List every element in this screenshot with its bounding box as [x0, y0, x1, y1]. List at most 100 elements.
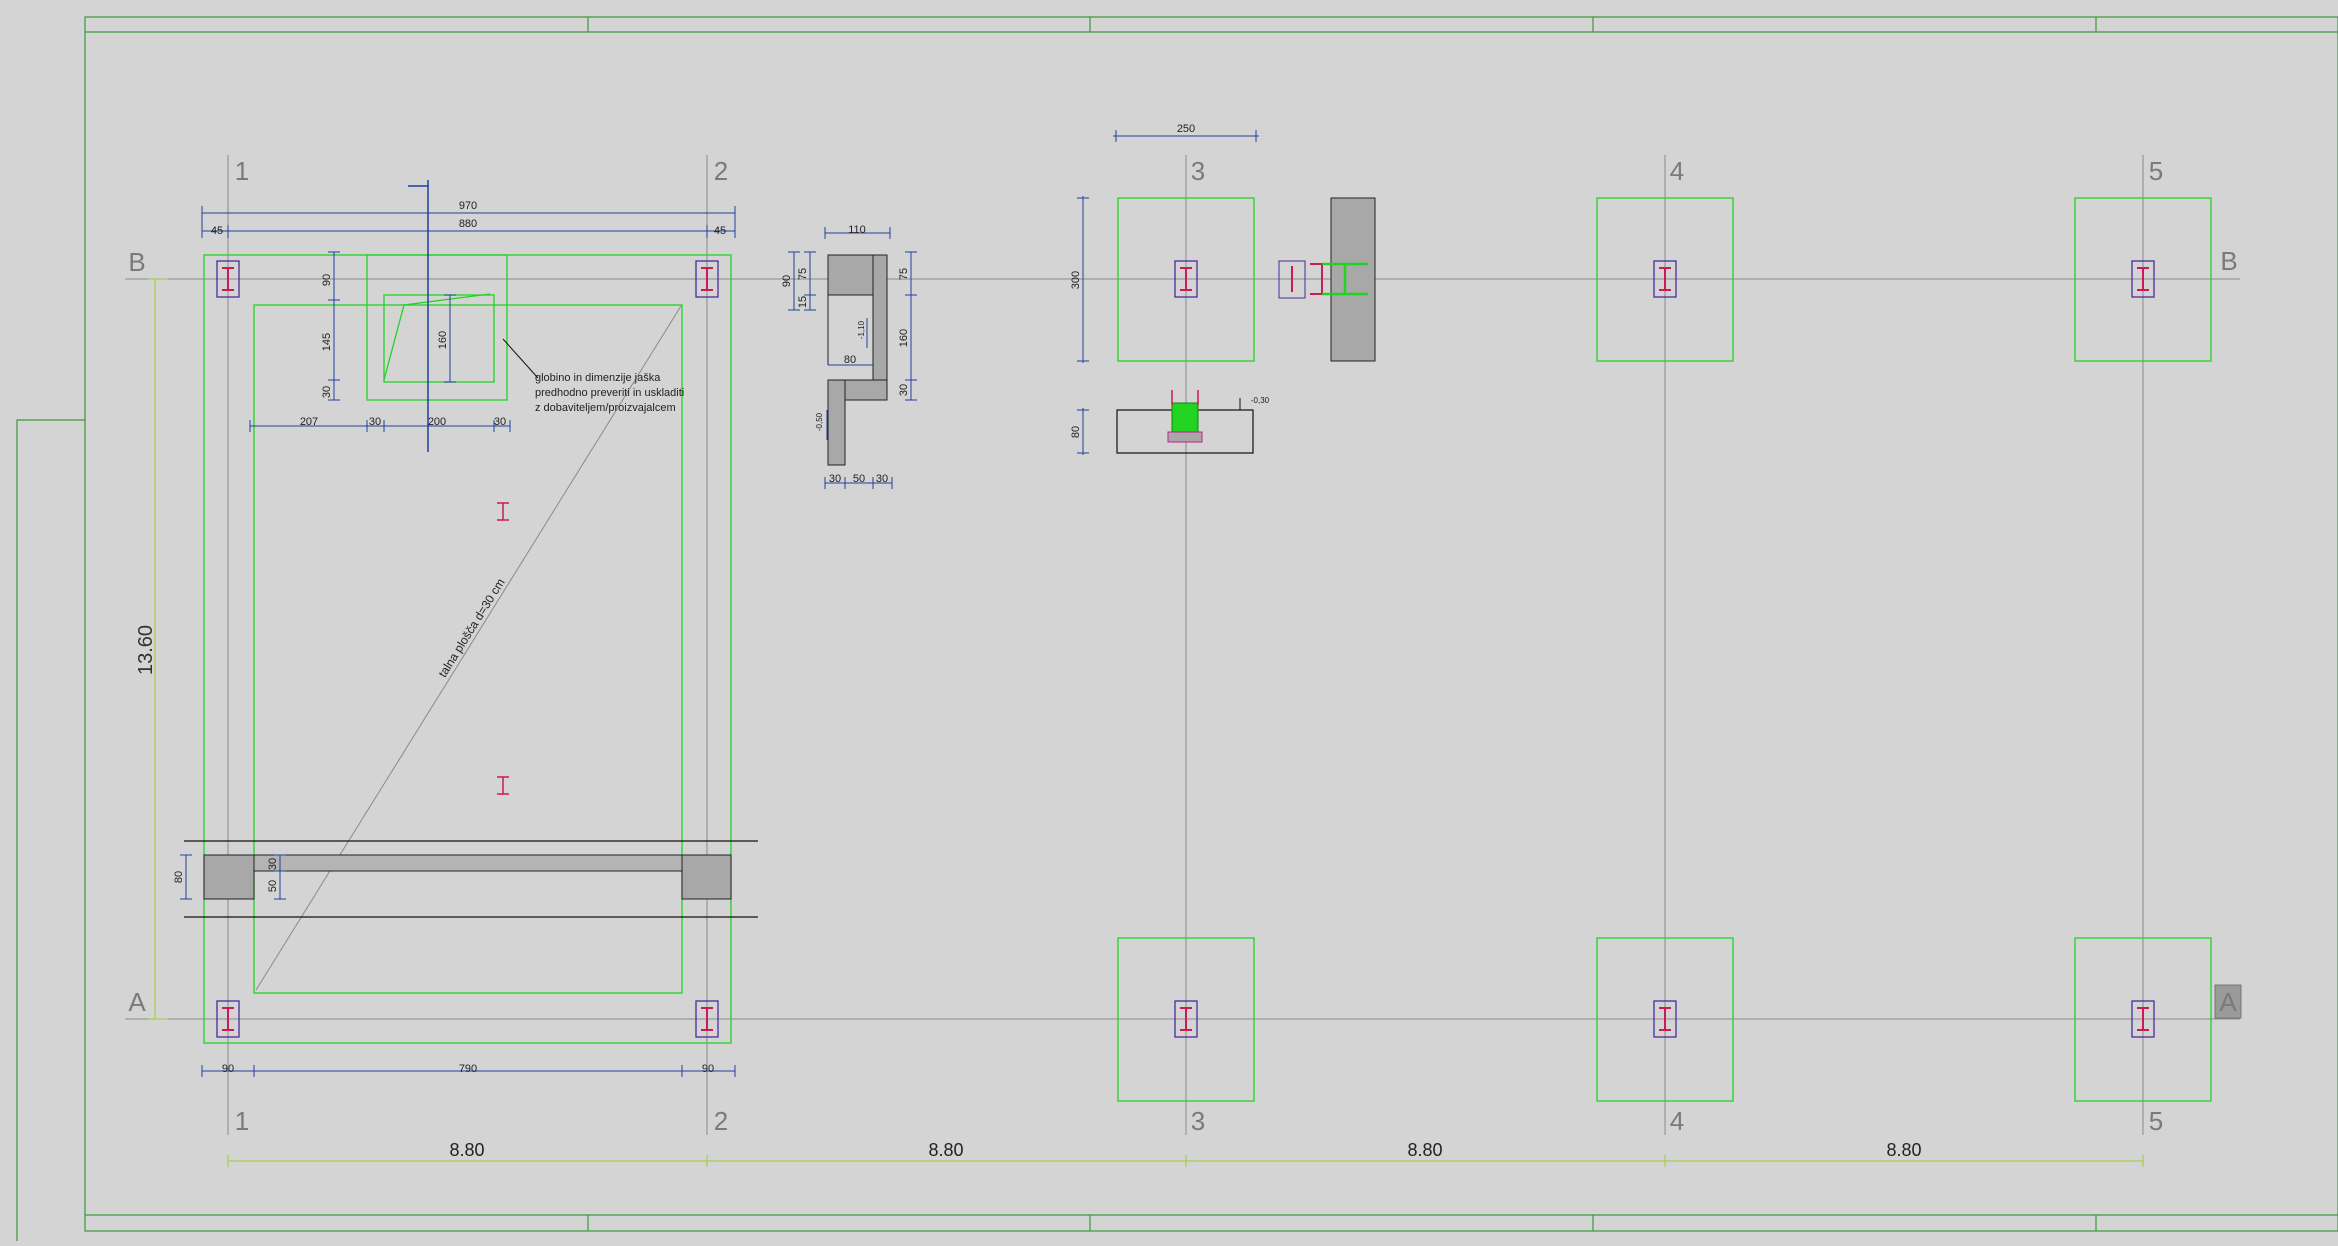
- spacing-label-3-4: 8.80: [1407, 1140, 1442, 1160]
- dim-75-sec-right: 75: [898, 268, 910, 280]
- column-1-A: [216, 1000, 240, 1038]
- footing-4-A: [1596, 937, 1734, 1102]
- dim-75-sec-left: 75: [797, 268, 809, 280]
- footing-detail-dims: [1077, 130, 1259, 455]
- grid-label-5-bottom: 5: [2149, 1106, 2163, 1136]
- grid-lines: [125, 155, 2240, 1135]
- column-4-B: [1653, 260, 1677, 298]
- dim-30-v: 30: [321, 386, 333, 398]
- overall-height-label: 13.60: [135, 625, 157, 675]
- note-line-1: globino in dimenzije jaška: [535, 372, 661, 384]
- dim-300: 300: [1070, 271, 1082, 289]
- dim-30-b: 30: [494, 416, 506, 428]
- columns: [216, 260, 2155, 1038]
- section-marker: [408, 180, 429, 452]
- footing-section: [1116, 390, 1254, 454]
- footing-detail-labels: 250 300 80 -0,30: [1070, 123, 1270, 438]
- column-4-A: [1653, 1000, 1677, 1038]
- dim-30-sec-b: 30: [876, 473, 888, 485]
- footing-5-B: [2074, 197, 2212, 362]
- dim-90-left: 90: [222, 1063, 234, 1075]
- grid-label-2-bottom: 2: [714, 1106, 728, 1136]
- grid-label-1-top: 1: [235, 156, 249, 186]
- grid-labels: 1 2 3 4 5 1 2 3 4 5 B B A A: [128, 156, 2242, 1136]
- dim-160-v: 160: [437, 331, 449, 349]
- dim-30-sec-a: 30: [829, 473, 841, 485]
- level-minus-110: -1,10: [857, 320, 866, 339]
- dim-50-strip: 50: [267, 880, 279, 892]
- dim-90-v: 90: [321, 274, 333, 286]
- dim-790: 790: [459, 1063, 477, 1075]
- dim-160-sec: 160: [898, 329, 910, 347]
- grid-label-1-bottom: 1: [235, 1106, 249, 1136]
- spacing-labels: 8.80 8.80 8.80 8.80: [449, 1140, 1921, 1160]
- footing-4-B: [1596, 197, 1734, 362]
- column-2-A: [695, 1000, 719, 1038]
- grid-label-B-left: B: [128, 247, 145, 277]
- dim-45-right: 45: [714, 225, 726, 237]
- dim-145-v: 145: [321, 333, 333, 351]
- footing-3-A: [1117, 937, 1255, 1102]
- spacing-label-2-3: 8.80: [928, 1140, 963, 1160]
- column-1-B: [216, 260, 240, 298]
- footings: [1117, 197, 2212, 1102]
- spacing-label-1-2: 8.80: [449, 1140, 484, 1160]
- column-2-B: [695, 260, 719, 298]
- dim-30-sec-right: 30: [898, 384, 910, 396]
- grid-label-A-left: A: [128, 987, 146, 1017]
- pit-cross-section: [827, 254, 888, 466]
- anchor-detail: [1278, 197, 1376, 362]
- dim-880: 880: [459, 218, 477, 230]
- grid-label-B-right: B: [2220, 246, 2237, 276]
- dim-90-right: 90: [702, 1063, 714, 1075]
- column-5-B: [2131, 260, 2155, 298]
- grid-label-5-top: 5: [2149, 156, 2163, 186]
- column-3-A: [1174, 1000, 1198, 1038]
- slab-diagonal: [255, 305, 682, 991]
- slab-label: talna plošča d=30 cm: [436, 576, 508, 680]
- dim-207: 207: [300, 416, 318, 428]
- dim-15-sec: 15: [797, 296, 809, 308]
- dim-30-a: 30: [369, 416, 381, 428]
- grid-label-3-bottom: 3: [1191, 1106, 1205, 1136]
- note-line-2: predhodno preveriti in uskladiti: [535, 387, 684, 399]
- level-minus-050: -0,50: [815, 412, 824, 431]
- dimension-lines: [180, 206, 736, 1077]
- note-leader: [502, 338, 539, 379]
- pit-note: globino in dimenzije jaška predhodno pre…: [535, 372, 684, 414]
- grid-label-2-top: 2: [714, 156, 728, 186]
- note-line-3: z dobaviteljem/proizvajalcem: [535, 402, 676, 414]
- slab-column-markers: [497, 502, 509, 795]
- grid-label-3-top: 3: [1191, 156, 1205, 186]
- dim-45-left: 45: [211, 225, 223, 237]
- pit-slab-outline: [203, 254, 732, 1044]
- dim-30-strip: 30: [267, 858, 279, 870]
- grid-label-4-top: 4: [1670, 156, 1684, 186]
- footing-5-A: [2074, 937, 2212, 1102]
- pit-section-dims: [788, 227, 917, 489]
- dim-80-footing: 80: [1070, 426, 1082, 438]
- dim-250: 250: [1177, 123, 1195, 135]
- level-minus-030: -0,30: [1251, 396, 1270, 405]
- dim-80-strip: 80: [173, 871, 185, 883]
- dim-200: 200: [428, 416, 446, 428]
- column-5-A: [2131, 1000, 2155, 1038]
- footing-3-B: [1117, 197, 1255, 362]
- spacing-label-4-5: 8.80: [1886, 1140, 1921, 1160]
- grid-label-A-right: A: [2219, 987, 2237, 1017]
- pit-section-labels: 110 90 75 15 75 160 30 80 30 50 30 -1,10…: [781, 224, 910, 485]
- dim-90-sec: 90: [781, 275, 793, 287]
- column-3-B: [1174, 260, 1198, 298]
- overall-height-dimension: [148, 278, 168, 1020]
- sheet-frame: [16, 16, 2338, 1241]
- pit-section-strip: [184, 840, 758, 918]
- spacing-dimension-line: [227, 1155, 2144, 1167]
- dim-970: 970: [459, 200, 477, 212]
- dim-50-sec: 50: [853, 473, 865, 485]
- grid-label-4-bottom: 4: [1670, 1106, 1684, 1136]
- dim-80-sec: 80: [844, 354, 856, 366]
- dimension-labels: 970 880 45 45 90 145 30 160 207 30 200 3…: [173, 200, 726, 1075]
- dim-110: 110: [848, 224, 866, 236]
